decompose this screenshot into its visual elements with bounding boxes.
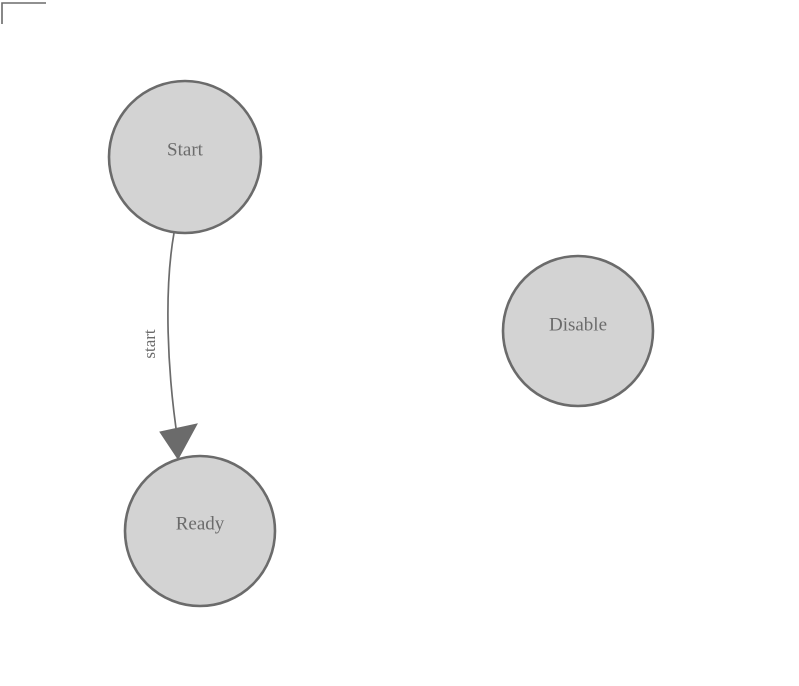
- node-disable-circle[interactable]: [501, 254, 655, 408]
- node-start-label: Start: [167, 139, 204, 160]
- node-ready-circle[interactable]: [123, 454, 277, 608]
- edge-start-to-ready[interactable]: start: [140, 232, 198, 460]
- node-disable-label: Disable: [549, 314, 607, 335]
- edge-arrowhead-icon: [159, 423, 198, 460]
- node-ready[interactable]: Ready: [123, 454, 277, 608]
- node-ready-label: Ready: [176, 513, 225, 534]
- corner-crop-mark: [1, 2, 46, 24]
- node-disable[interactable]: Disable: [501, 254, 655, 408]
- edge-path-start-to-ready: [167, 232, 179, 443]
- edge-label-start: start: [140, 329, 159, 359]
- node-start-circle[interactable]: [107, 79, 263, 235]
- node-start[interactable]: Start: [107, 79, 263, 235]
